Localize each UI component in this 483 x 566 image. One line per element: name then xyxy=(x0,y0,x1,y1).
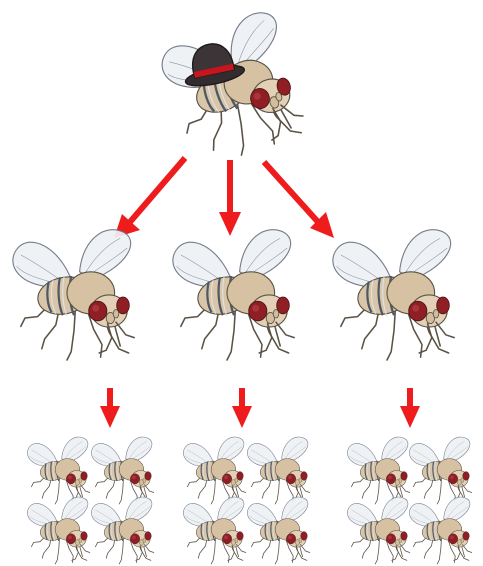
grandchild-fly xyxy=(409,437,471,504)
child-fly-right xyxy=(333,230,454,360)
grandchild-fly xyxy=(247,437,309,504)
grandchild-fly xyxy=(183,497,245,564)
grandchild-fly xyxy=(247,497,309,564)
arrow-to-right-brood xyxy=(400,388,420,428)
arrow-to-middle-child xyxy=(219,160,241,236)
grandchild-fly xyxy=(27,437,89,504)
grandchild-fly xyxy=(347,437,409,504)
grandchild-fly xyxy=(409,497,471,564)
grandchild-fly xyxy=(91,437,153,504)
grandchild-fly xyxy=(91,497,153,564)
grandchild-fly xyxy=(183,437,245,504)
parent-fly xyxy=(155,8,309,168)
child-fly-left xyxy=(13,230,134,360)
arrow-to-left-brood xyxy=(100,388,120,428)
child-fly-middle xyxy=(173,230,294,360)
arrow-to-left-child xyxy=(114,158,185,238)
arrow-to-right-child xyxy=(264,162,334,238)
arrow-to-middle-brood xyxy=(232,388,252,428)
grandchild-fly xyxy=(27,497,89,564)
grandchild-fly xyxy=(347,497,409,564)
